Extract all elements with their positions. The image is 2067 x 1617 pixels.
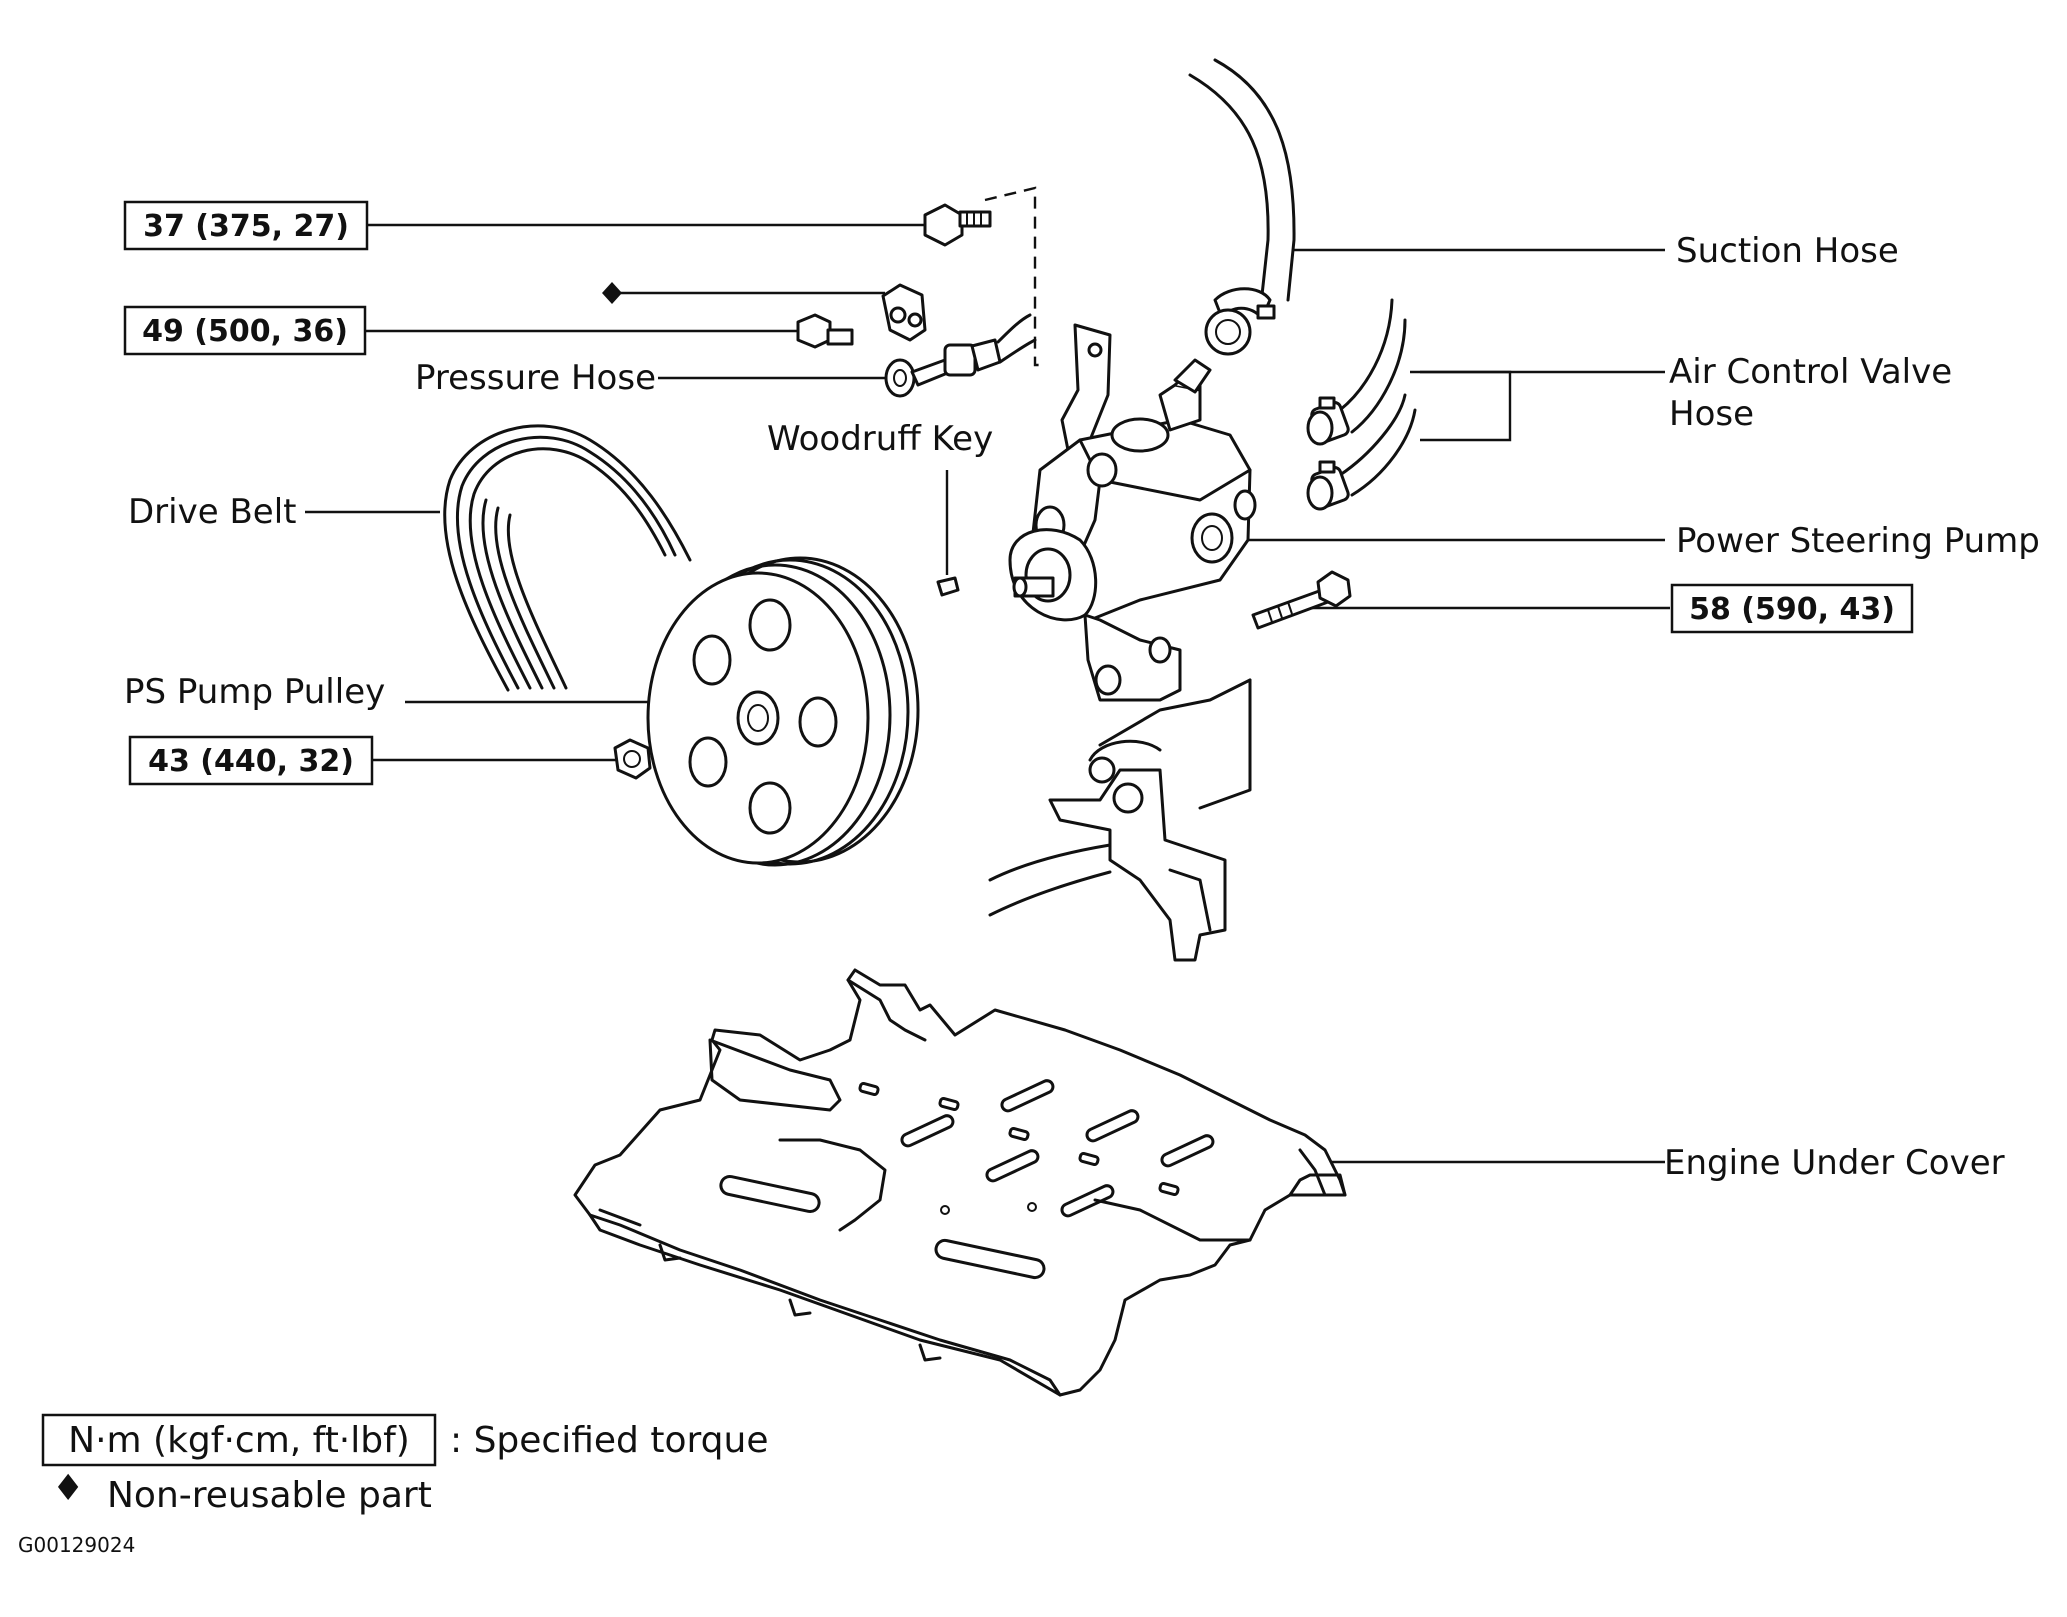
label-suction-hose: Suction Hose (1676, 231, 1899, 271)
non-reusable-icon: ♦ (52, 1468, 84, 1509)
torque-box-58: 58 (590, 43) (1670, 583, 1914, 634)
power-steering-pump (1008, 323, 1257, 702)
leader-lines (305, 186, 1670, 1164)
torque-value-58: 58 (590, 43) (1689, 592, 1895, 627)
air-control-valve-hoses (1306, 298, 1417, 511)
label-ps-pump-pulley: PS Pump Pulley (124, 672, 385, 712)
label-power-steering-pump: Power Steering Pump (1676, 521, 2040, 561)
non-reusable-marker-icon (602, 282, 622, 304)
engine-under-cover (573, 968, 1347, 1397)
label-air-control-valve-hose-2: Hose (1669, 394, 1754, 434)
drive-belt (443, 424, 692, 692)
label-pressure-hose: Pressure Hose (415, 358, 656, 398)
pump-bolt-58 (1251, 570, 1352, 630)
pressure-hose-assembly (796, 203, 1037, 398)
ps-pump-pulley (646, 556, 920, 867)
label-air-control-valve-hose-1: Air Control Valve (1669, 352, 1952, 392)
legend-torque-text: : Specified torque (450, 1420, 768, 1461)
torque-box-49: 49 (500, 36) (123, 305, 367, 356)
legend-torque-unit: N·m (kgf·cm, ft·lbf) (68, 1420, 410, 1461)
figure-code: G00129024 (18, 1533, 135, 1557)
woodruff-key (936, 576, 960, 597)
label-drive-belt: Drive Belt (128, 492, 296, 532)
legend-non-reusable-text: Non-reusable part (107, 1475, 432, 1516)
torque-value-43: 43 (440, 32) (148, 744, 354, 779)
torque-box-37: 37 (375, 27) (123, 200, 369, 251)
legend: N·m (kgf·cm, ft·lbf) : Specified torque … (18, 1413, 768, 1557)
engine-mount-bracket (988, 678, 1252, 962)
torque-value-49: 49 (500, 36) (142, 314, 348, 349)
suction-hose (1188, 58, 1296, 356)
torque-value-37: 37 (375, 27) (143, 209, 349, 244)
pulley-nut (613, 738, 652, 780)
torque-box-43: 43 (440, 32) (128, 735, 374, 786)
label-engine-under-cover: Engine Under Cover (1664, 1143, 2005, 1183)
label-woodruff-key: Woodruff Key (767, 419, 993, 459)
